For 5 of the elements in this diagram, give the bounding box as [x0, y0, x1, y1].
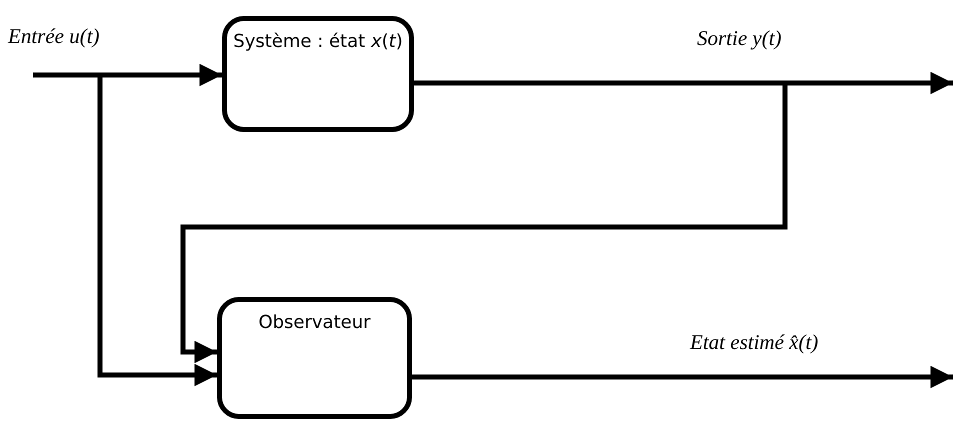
block-label: Système : état x(t)	[233, 31, 403, 52]
process-box	[217, 297, 412, 419]
block-label: Observateur	[258, 312, 371, 333]
process-box	[222, 16, 414, 132]
arrow	[412, 366, 953, 388]
